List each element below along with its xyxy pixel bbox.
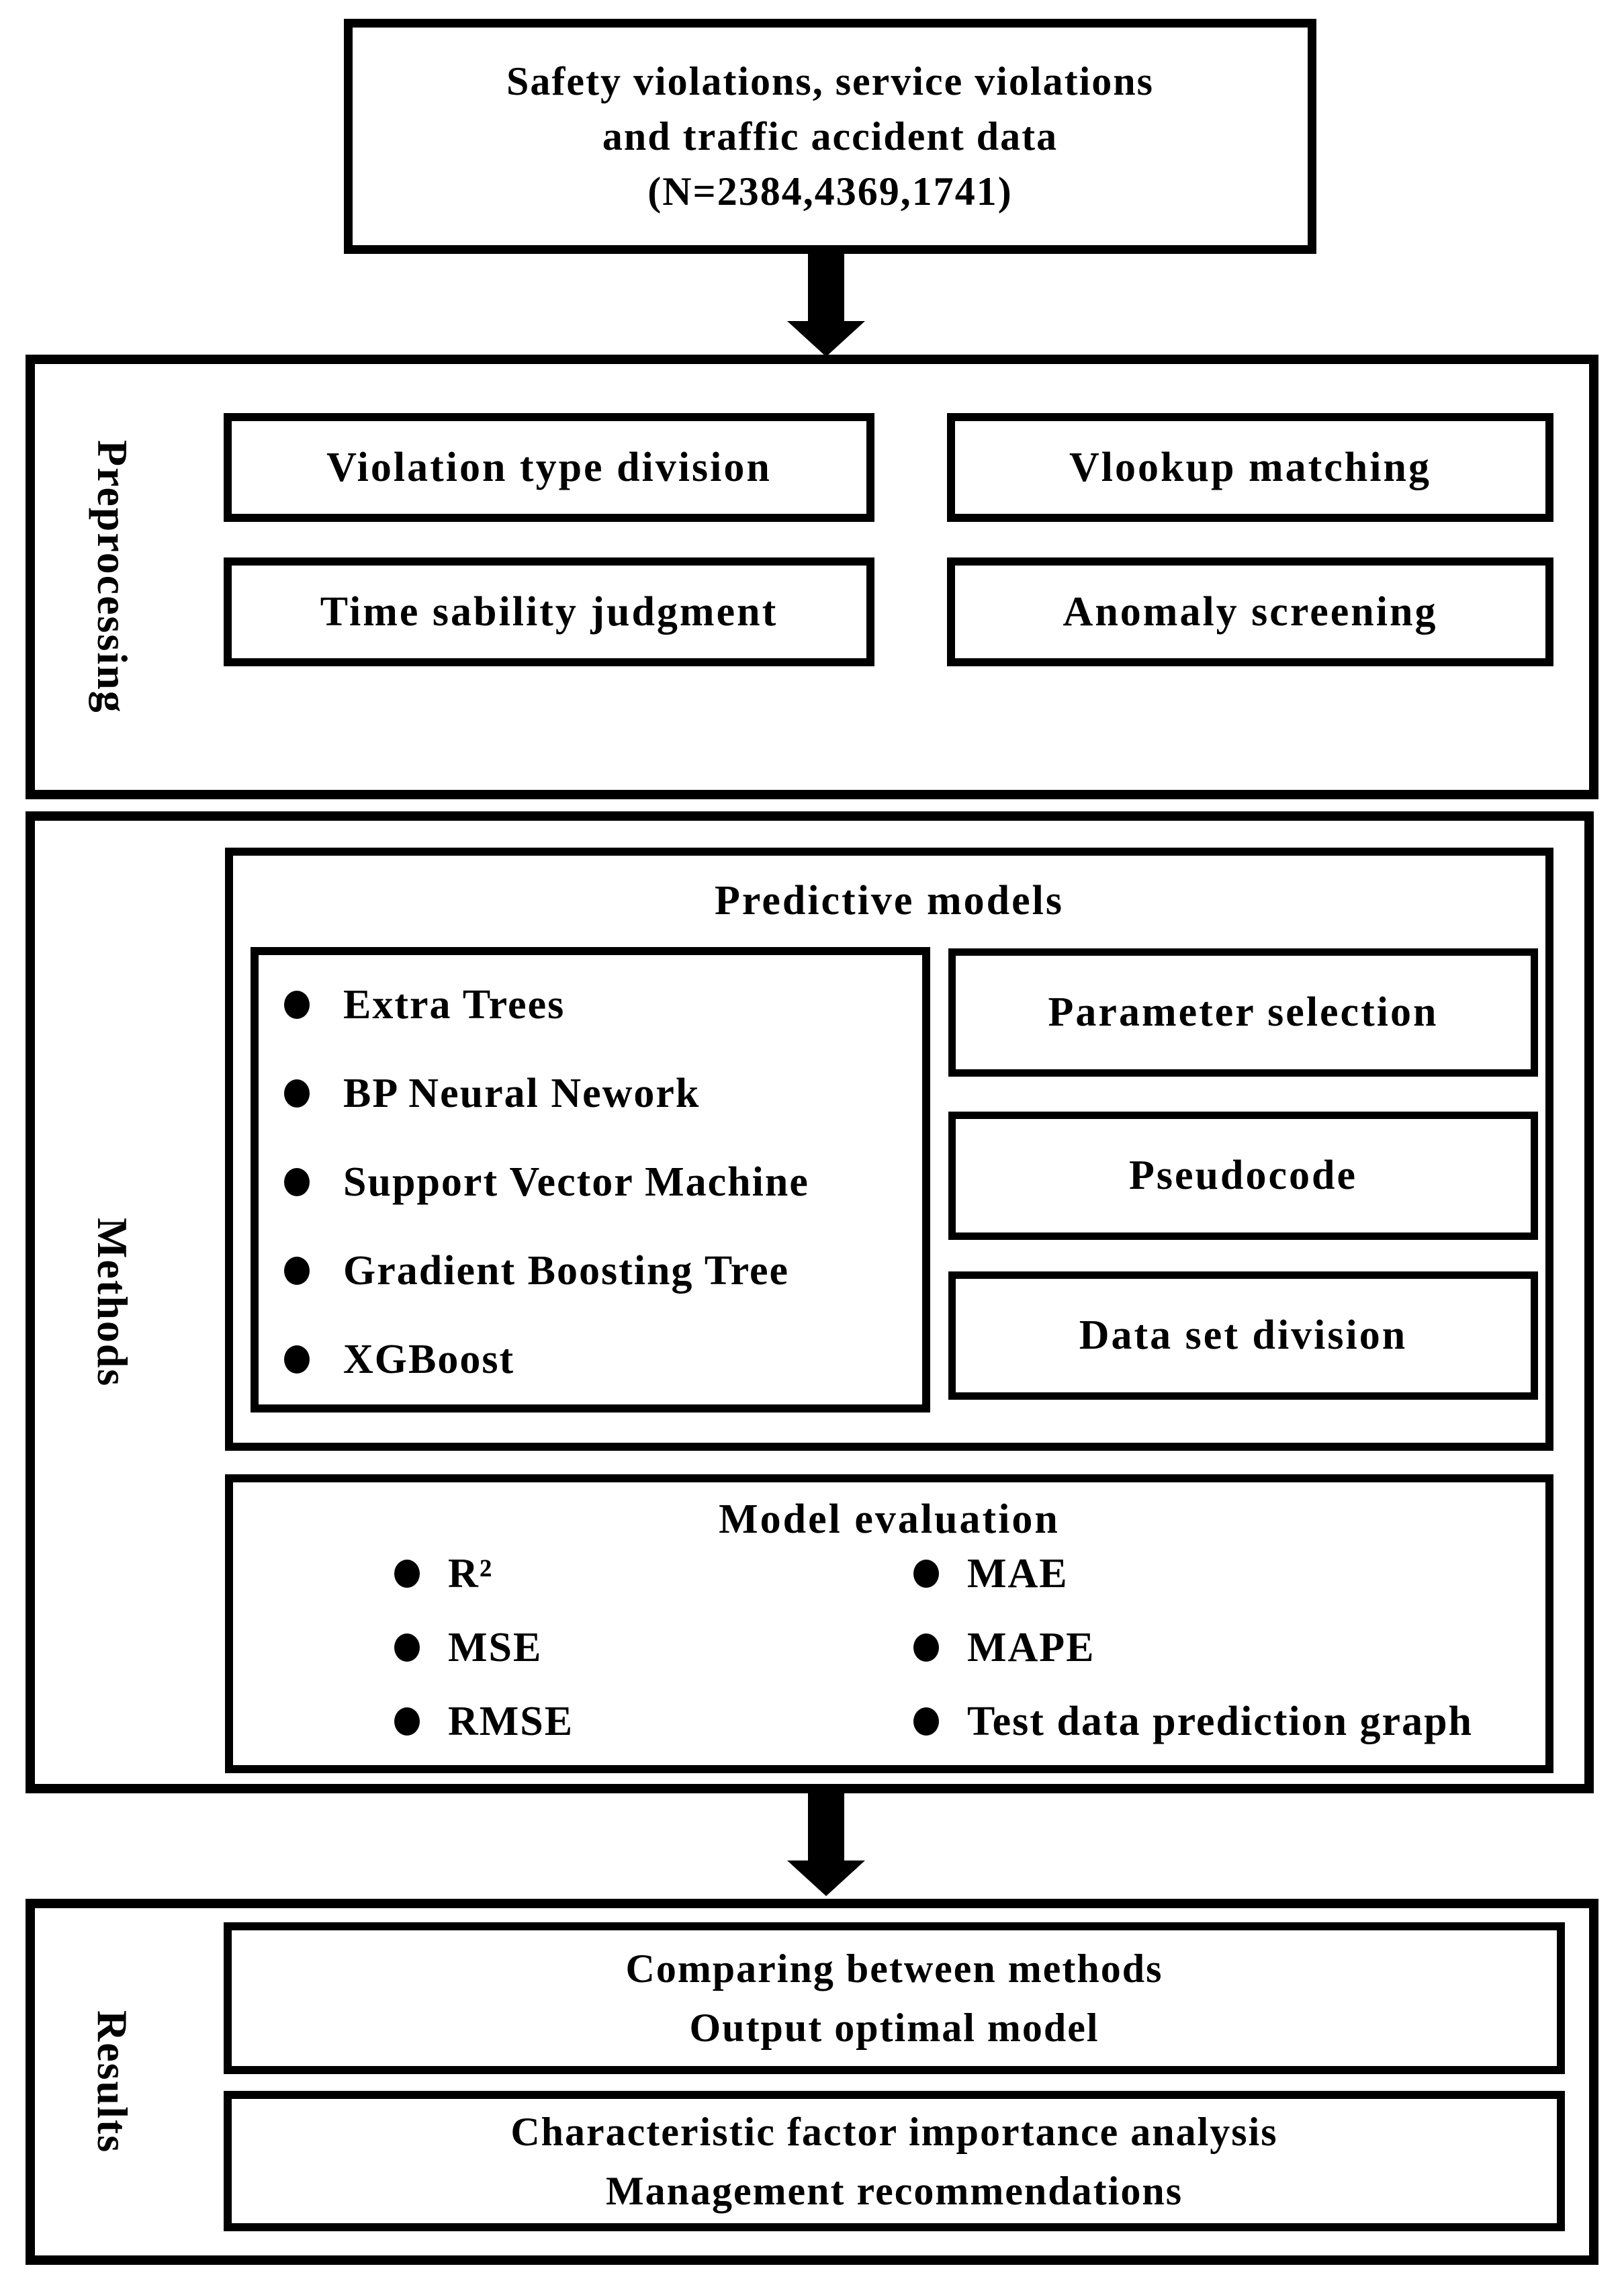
bullet-icon — [284, 991, 310, 1019]
box-anomaly-screening: Anomaly screening — [947, 557, 1553, 666]
list-item-label: XGBoost — [343, 1336, 515, 1382]
metric-label: R² — [448, 1550, 494, 1597]
bullet-icon — [394, 1633, 420, 1662]
metric-label: MAE — [967, 1550, 1069, 1597]
list-item-extra-trees: Extra Trees — [259, 960, 922, 1049]
metric-mse: MSE — [394, 1625, 574, 1670]
bullet-icon — [284, 1345, 310, 1374]
metric-rmse: RMSE — [394, 1699, 574, 1744]
box-pseudocode: Pseudocode — [948, 1112, 1538, 1240]
list-item-label: Extra Trees — [343, 981, 566, 1028]
box-label: Time sability judgment — [320, 588, 778, 635]
box-factor-importance: Characteristic factor importance analysi… — [224, 2091, 1565, 2231]
list-item-support-vector-machine: Support Vector Machine — [259, 1138, 922, 1226]
predictive-models-list: Extra Trees BP Neural Nework Support Vec… — [251, 947, 930, 1412]
down-arrow-2 — [787, 1793, 865, 1896]
list-item-label: Support Vector Machine — [343, 1159, 809, 1205]
list-item-label: BP Neural Nework — [343, 1070, 701, 1116]
metric-mae: MAE — [913, 1551, 1473, 1597]
metric-label: Test data prediction graph — [967, 1698, 1474, 1744]
box-time-sability-judgment: Time sability judgment — [224, 557, 874, 666]
list-item-bp-neural-network: BP Neural Nework — [259, 1049, 922, 1138]
source-data-line: (N=2384,4369,1741) — [647, 169, 1013, 214]
bullet-icon — [394, 1707, 420, 1736]
metric-mape: MAPE — [913, 1625, 1473, 1670]
list-item-label: Gradient Boosting Tree — [343, 1247, 789, 1294]
evaluation-metrics-right: MAE MAPE Test data prediction graph — [913, 1551, 1473, 1744]
list-item-xgboost: XGBoost — [259, 1315, 922, 1404]
source-data-line: and traffic accident data — [602, 114, 1058, 159]
results-label: Results — [89, 2010, 136, 2154]
box-label: Vlookup matching — [1069, 444, 1431, 490]
arrow-shaft — [808, 254, 844, 321]
box-comparing-methods: Comparing between methods Output optimal… — [224, 1922, 1565, 2074]
bullet-icon — [284, 1079, 310, 1108]
methods-section: Methods Predictive models Extra Trees BP… — [26, 811, 1594, 1793]
results-section: Results Comparing between methods Output… — [26, 1899, 1598, 2265]
model-evaluation-panel: Model evaluation R² MSE RMSE M — [225, 1474, 1553, 1773]
box-line: Comparing between methods — [625, 1946, 1163, 1991]
bullet-icon — [913, 1560, 939, 1588]
box-violation-type-division: Violation type division — [224, 413, 874, 522]
box-label: Pseudocode — [1129, 1153, 1357, 1198]
box-label: Violation type division — [326, 444, 772, 490]
source-data-line: Safety violations, service violations — [506, 59, 1154, 103]
predictive-models-title: Predictive models — [715, 878, 1064, 924]
predictive-models-panel: Predictive models Extra Trees BP Neural … — [225, 848, 1553, 1451]
bullet-icon — [913, 1633, 939, 1662]
bullet-icon — [913, 1707, 939, 1736]
metric-label: MSE — [448, 1624, 543, 1670]
box-vlookup-matching: Vlookup matching — [947, 413, 1553, 522]
arrow-head-icon — [787, 321, 865, 357]
list-item-gradient-boosting-tree: Gradient Boosting Tree — [259, 1226, 922, 1315]
box-label: Anomaly screening — [1063, 588, 1438, 635]
metric-label: RMSE — [448, 1698, 574, 1744]
box-label: Data set division — [1079, 1312, 1408, 1358]
box-line: Output optimal model — [689, 2006, 1099, 2050]
bullet-icon — [284, 1257, 310, 1285]
box-line: Management recommendations — [605, 2168, 1183, 2213]
preprocessing-label: Preprocessing — [89, 440, 136, 714]
down-arrow-1 — [787, 254, 865, 357]
arrow-shaft — [808, 1793, 844, 1860]
evaluation-metrics-left: R² MSE RMSE — [394, 1551, 574, 1744]
model-evaluation-title: Model evaluation — [719, 1496, 1060, 1542]
box-parameter-selection: Parameter selection — [948, 948, 1538, 1077]
box-data-set-division: Data set division — [948, 1271, 1538, 1400]
box-label: Parameter selection — [1048, 989, 1439, 1035]
metric-label: MAPE — [967, 1624, 1095, 1670]
source-data-box: Safety violations, service violations an… — [344, 19, 1316, 254]
metric-test-data-prediction-graph: Test data prediction graph — [913, 1699, 1473, 1744]
metric-r2: R² — [394, 1551, 574, 1597]
bullet-icon — [284, 1168, 310, 1196]
bullet-icon — [394, 1560, 420, 1588]
methods-label: Methods — [89, 1217, 136, 1388]
box-line: Characteristic factor importance analysi… — [510, 2109, 1278, 2154]
arrow-head-icon — [787, 1860, 865, 1896]
preprocessing-section: Preprocessing Violation type division Vl… — [26, 355, 1598, 799]
